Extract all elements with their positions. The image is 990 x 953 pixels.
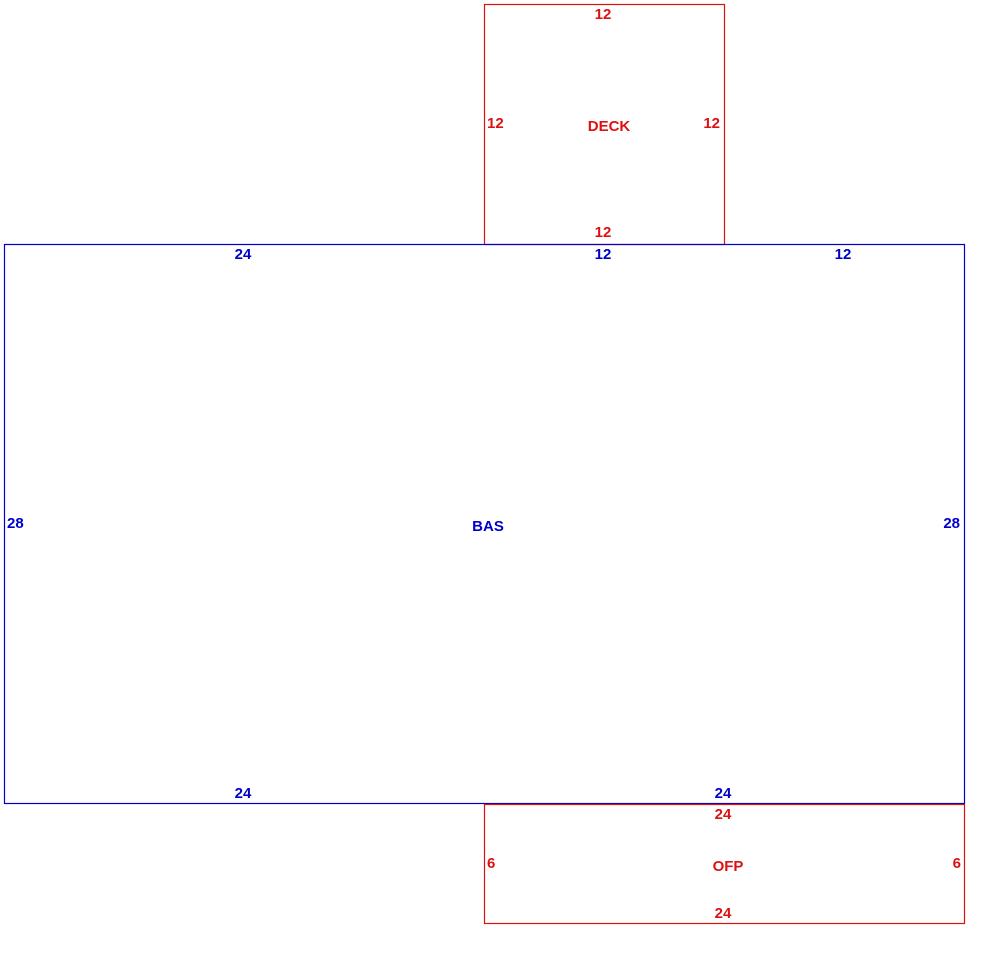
deck-area: 12 12 12 DECK 12: [483, 3, 726, 246]
ofp-bottom-dimension: 24: [715, 905, 732, 922]
ofp-area: 24 6 OFP 6 24: [483, 803, 966, 925]
ofp-right-dimension: 6: [953, 855, 961, 872]
bas-left-dimension: 28: [7, 515, 24, 532]
bas-bottom-right-dimension: 24: [715, 785, 732, 802]
deck-top-dimension: 12: [595, 6, 612, 23]
bas-bottom-left-dimension: 24: [235, 785, 252, 802]
bas-outline: [3, 243, 966, 805]
deck-right-dimension: 12: [703, 115, 720, 132]
ofp-top-dimension: 24: [715, 806, 732, 823]
deck-bottom-dimension: 12: [595, 224, 612, 241]
ofp-label: OFP: [713, 858, 744, 875]
ofp-outline: [483, 803, 966, 925]
bas-top-middle-dimension: 12: [595, 246, 612, 263]
bas-top-right-dimension: 12: [835, 246, 852, 263]
bas-area: 24 12 12 28 BAS 28 24 24: [3, 243, 966, 805]
deck-left-dimension: 12: [487, 115, 504, 132]
bas-label: BAS: [472, 518, 504, 535]
bas-right-dimension: 28: [943, 515, 960, 532]
deck-label: DECK: [588, 118, 631, 135]
ofp-left-dimension: 6: [487, 855, 495, 872]
bas-top-left-dimension: 24: [235, 246, 252, 263]
